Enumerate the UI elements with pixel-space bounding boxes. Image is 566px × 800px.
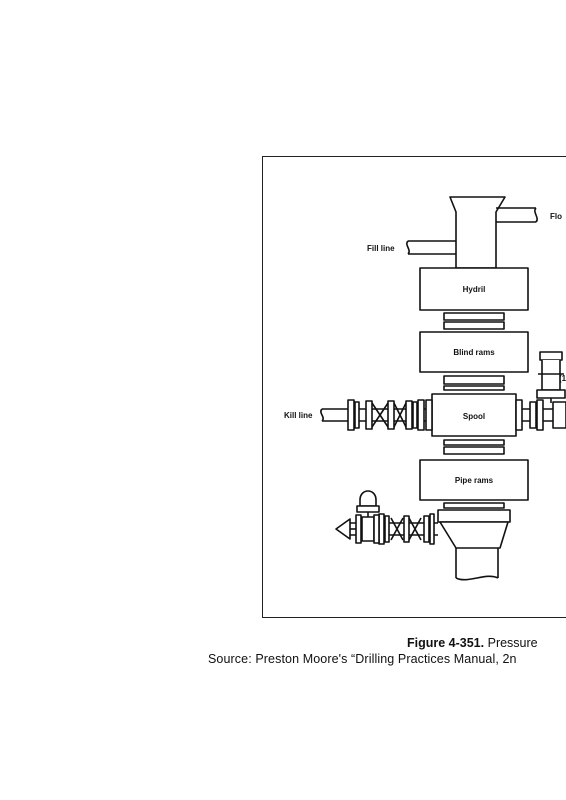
flow-line-pipe xyxy=(496,207,538,223)
fill-line-pipe xyxy=(406,240,456,255)
drilling-spool xyxy=(431,393,517,437)
figure-source: Source: Preston Moore's “Drilling Practi… xyxy=(208,652,517,666)
casing-head xyxy=(437,509,511,581)
valve-actuator-top xyxy=(356,490,380,517)
fill-line-label: Fill line xyxy=(367,244,395,253)
pipe-rams-preventer xyxy=(419,459,529,501)
gauge-marker-label: (1 xyxy=(559,374,566,383)
flange-connector xyxy=(443,439,505,455)
adjustable-choke-valve xyxy=(335,514,422,544)
pressure-gauge xyxy=(536,351,566,403)
spool-label: Spool xyxy=(463,412,485,421)
flow-line-label: Flo xyxy=(550,212,562,221)
flange-connector xyxy=(443,312,505,330)
kill-line-valve xyxy=(365,400,413,430)
blind-rams-preventer xyxy=(419,331,529,373)
flange-connector xyxy=(443,375,505,391)
spool-side-flanges xyxy=(425,399,523,431)
figure-number: Figure 4-351. xyxy=(407,636,485,650)
pipe-rams-label: Pipe rams xyxy=(455,476,494,485)
choke-line-right xyxy=(522,399,566,431)
figure-caption: Figure 4-351. Pressure xyxy=(407,636,538,650)
blind-rams-label: Blind rams xyxy=(453,348,495,357)
flange-connector xyxy=(443,502,505,509)
figure-frame xyxy=(262,156,566,618)
figure-title: Pressure xyxy=(487,636,538,650)
hydril-annular-preventer xyxy=(419,267,529,311)
kill-line-label: Kill line xyxy=(284,411,313,420)
hydril-label: Hydril xyxy=(463,285,486,294)
